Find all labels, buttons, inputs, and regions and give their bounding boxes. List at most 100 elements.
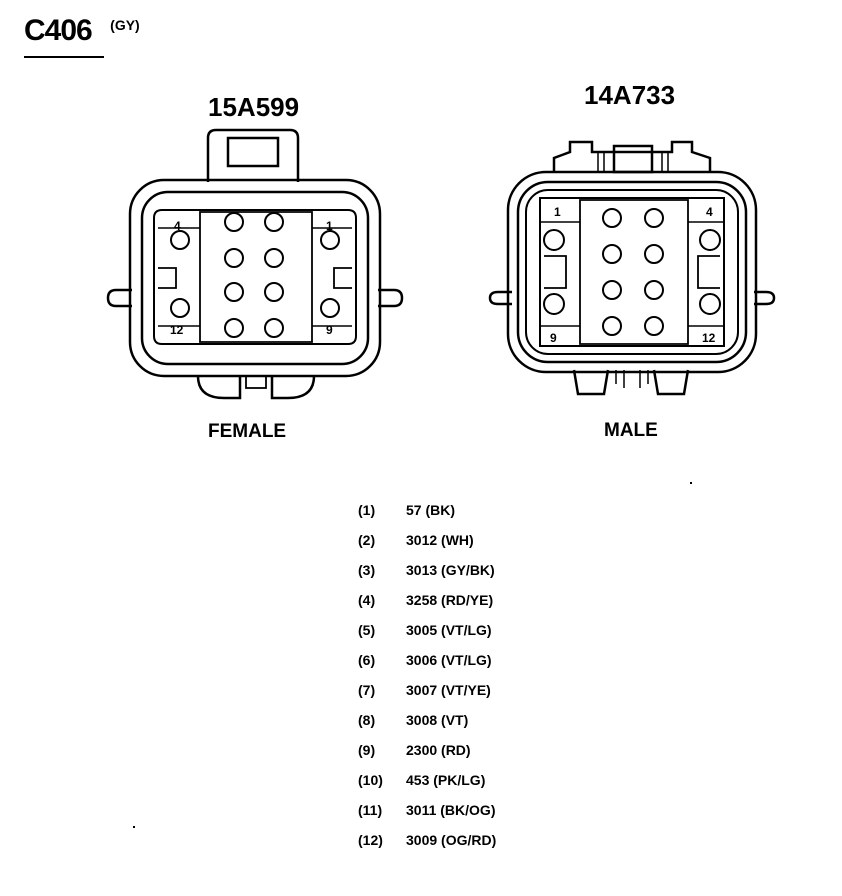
female-latch (206, 128, 300, 182)
male-right-key (697, 255, 720, 289)
pinout-pin-number: (5) (358, 622, 376, 638)
male-latch-tab (612, 144, 654, 174)
female-connector-diagram: 4 1 12 9 (106, 128, 404, 400)
male-pin (602, 280, 622, 300)
pinout-circuit: 57 (BK) (406, 502, 456, 518)
female-pin (170, 230, 190, 250)
female-pin-label-bottom-left: 12 (170, 323, 184, 337)
pinout-pin-number: (10) (358, 772, 383, 788)
male-pin (644, 208, 664, 228)
connector-color-code: (GY) (110, 17, 140, 33)
pinout-list: (1) 57 (BK) (2) 3012 (WH) (3) 3013 (GY/BK) (4)… (358, 502, 496, 862)
connector-id: C406 (24, 14, 93, 47)
female-pin (264, 282, 284, 302)
pinout-row: (7)3007 (VT/YE) (358, 682, 496, 712)
female-pin (264, 248, 284, 268)
female-center-block (199, 211, 313, 343)
female-bottom-tabs (196, 375, 316, 400)
male-label: MALE (604, 420, 658, 441)
male-part-number: 14A733 (584, 80, 676, 110)
male-pin (644, 280, 664, 300)
pinout-row: (3) 3013 (GY/BK) (358, 562, 496, 592)
male-pin (543, 229, 565, 251)
pinout-circuit: 3013 (GY/BK) (406, 562, 495, 578)
title-block: C406 (GY) (24, 14, 140, 48)
title-underline (24, 56, 104, 58)
pinout-row: (11) 3011 (BK/OG) (358, 802, 496, 832)
pinout-circuit: 3012 (WH) (406, 532, 474, 548)
pinout-pin-number: (1) (358, 502, 376, 518)
male-pin (644, 316, 664, 336)
pinout-circuit: 3011 (BK/OG) (406, 802, 496, 818)
pinout-pin-number: (7) (358, 682, 376, 698)
male-bottom-tabs (572, 369, 690, 396)
pinout-circuit: 453 (PK/LG) (406, 772, 486, 788)
female-latch-tab (226, 136, 280, 168)
female-part-number: 15A599 (208, 92, 300, 122)
male-pin-label-bottom-right: 12 (702, 331, 716, 345)
male-right-ear (754, 290, 776, 306)
pinout-pin-number: (6) (358, 652, 376, 668)
pinout-row: (4) 3258 (RD/YE) (358, 592, 496, 622)
pinout-row: (5) 3005 (VT/LG) (358, 622, 496, 652)
male-latch (552, 140, 712, 172)
female-pin (224, 212, 244, 232)
female-pin (224, 318, 244, 338)
pinout-circuit: 2300 (RD) (406, 742, 471, 758)
pinout-row: (2) 3012 (WH) (358, 532, 496, 562)
male-left-ear (488, 290, 512, 306)
male-inner-housing (516, 180, 748, 364)
female-pin (320, 230, 340, 250)
scan-speck (133, 826, 135, 828)
pinout-row: (1) 57 (BK) (358, 502, 496, 532)
pinout-row: (9) 2300 (RD) (358, 742, 496, 772)
pinout-row: (10) 453 (PK/LG) (358, 772, 496, 802)
pinout-circuit: 3008 (VT) (406, 712, 469, 728)
female-pin (224, 248, 244, 268)
female-pin-label-top-right: 1 (326, 219, 333, 233)
pinout-pin-number: (3) (358, 562, 376, 578)
female-left-ear (106, 288, 132, 308)
pinout-pin-number: (8) (358, 712, 376, 728)
male-pin (602, 208, 622, 228)
male-pin (699, 229, 721, 251)
male-pin (644, 244, 664, 264)
female-face (153, 209, 357, 345)
female-pin (264, 212, 284, 232)
male-left-key (544, 255, 567, 289)
male-pin (602, 244, 622, 264)
pinout-circuit: 3006 (VT/LG) (406, 652, 492, 668)
pinout-row: (12) 3009 (OG/RD) (358, 832, 496, 862)
male-pin (699, 293, 721, 315)
pinout-pin-number: (11) (358, 802, 383, 818)
pinout-circuit: 3009 (OG/RD) (406, 832, 497, 848)
pinout-row: (6) 3006 (VT/LG) (358, 652, 496, 682)
female-pin (170, 298, 190, 318)
pinout-pin-number: (2) (358, 532, 376, 548)
pinout-circuit: 3005 (VT/LG) (406, 622, 492, 638)
female-label: FEMALE (208, 421, 287, 442)
male-pin-label-bottom-left: 9 (550, 331, 557, 345)
male-connector-diagram: 1 4 9 12 (488, 140, 776, 396)
male-pin (543, 293, 565, 315)
male-face (539, 197, 725, 347)
male-center-block (579, 199, 689, 345)
pinout-row: (8) 3008 (VT) (358, 712, 496, 742)
female-right-key (333, 267, 352, 289)
pinout-pin-number: (4) (358, 592, 376, 608)
male-pin (602, 316, 622, 336)
female-right-ear (378, 288, 404, 308)
female-pin-label-top-left: 4 (174, 219, 181, 233)
pinout-circuit: 3258 (RD/YE) (406, 592, 494, 608)
scan-speck (690, 482, 692, 484)
pinout-pin-number: (9) (358, 742, 376, 758)
female-pin (264, 318, 284, 338)
pinout-pin-number: (12) (358, 832, 383, 848)
female-pin (224, 282, 244, 302)
male-pin-label-top-right: 4 (706, 205, 713, 219)
female-left-key (158, 267, 177, 289)
female-pin-label-bottom-right: 9 (326, 323, 333, 337)
female-pin (320, 298, 340, 318)
male-outer-housing (506, 170, 758, 374)
female-inner-housing (140, 190, 370, 366)
